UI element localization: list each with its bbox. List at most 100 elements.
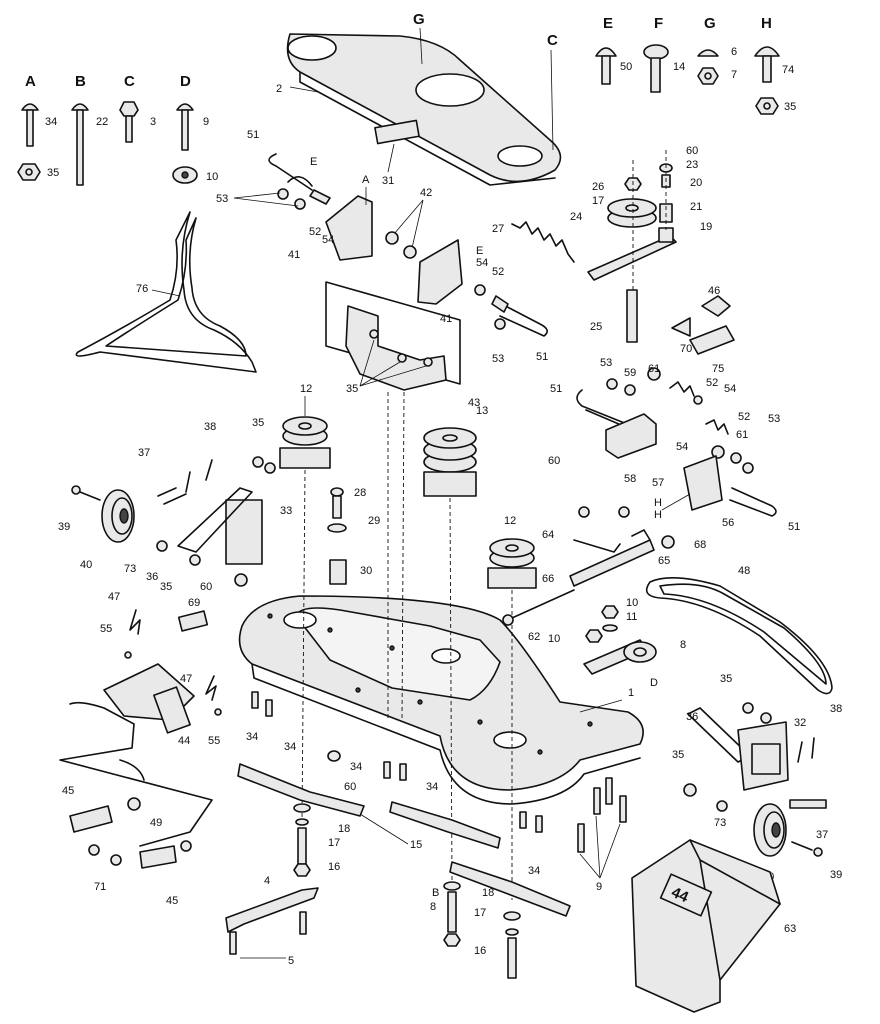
flat-idler-8 <box>583 605 657 675</box>
mower-deck-housing <box>238 595 644 805</box>
callout-62: 62 <box>528 631 540 643</box>
callout-18-b: 18 <box>482 887 494 899</box>
deflector-4 <box>225 887 319 955</box>
flange-nut-icon <box>172 166 198 184</box>
key-letter-c: C <box>124 73 135 90</box>
callout-8-b: 8 <box>430 901 436 913</box>
gauge-wheel-right <box>753 803 823 857</box>
callout-61-a: 61 <box>648 363 660 375</box>
hex-bolt-icon <box>119 101 139 143</box>
callout-75: 75 <box>712 363 724 375</box>
callout-18-a: 18 <box>338 823 350 835</box>
center-bolt-stack <box>327 487 347 585</box>
spindle-right <box>487 538 537 589</box>
callout-54-c: 54 <box>724 383 736 395</box>
callout-1: 1 <box>628 687 634 699</box>
left-wheel-bracket <box>157 456 276 587</box>
callout-12-b: 12 <box>504 515 516 527</box>
decal-31 <box>374 119 420 145</box>
callout-44: 44 <box>178 735 190 747</box>
ref-e-left: E <box>310 156 317 168</box>
callout-50-key: 50 <box>620 61 632 73</box>
callout-9: 9 <box>596 881 602 893</box>
shoulder-bolt-icon <box>176 103 194 151</box>
spindle-hardware-right <box>503 911 521 979</box>
callout-46: 46 <box>708 285 720 297</box>
idler-bracket-left <box>268 153 373 261</box>
callout-17-c: 17 <box>474 907 486 919</box>
callout-10-b: 10 <box>548 633 560 645</box>
callout-51-a: 51 <box>247 129 259 141</box>
callout-17-a: 17 <box>592 195 604 207</box>
callout-43: 43 <box>468 397 480 409</box>
key-letter-a: A <box>25 73 36 90</box>
callout-39-a: 39 <box>58 521 70 533</box>
callout-34-c: 34 <box>350 761 362 773</box>
callout-48: 48 <box>738 565 750 577</box>
callout-10-key: 10 <box>206 171 218 183</box>
key-letter-g: G <box>704 15 716 32</box>
callout-10-a: 10 <box>626 597 638 609</box>
hex-nut-icon <box>17 163 41 181</box>
spindle-left <box>279 416 331 469</box>
callout-9-key: 9 <box>203 116 209 128</box>
callout-2: 2 <box>276 83 282 95</box>
callout-60-b: 60 <box>200 581 212 593</box>
deck-size-badge: 44 <box>669 884 692 907</box>
callout-53-d: 53 <box>768 413 780 425</box>
mount-bracket <box>325 281 461 391</box>
callout-63: 63 <box>784 923 796 935</box>
callout-51-d: 51 <box>788 521 800 533</box>
discharge-chute: 44 <box>631 839 781 1013</box>
callout-36-a: 36 <box>146 571 158 583</box>
callout-71: 71 <box>94 881 106 893</box>
callout-39-b: 39 <box>830 869 842 881</box>
callout-20: 20 <box>690 177 702 189</box>
spindle-hardware-left <box>293 803 311 877</box>
callout-17-b: 17 <box>328 837 340 849</box>
wide-head-bolt-icon <box>643 44 669 93</box>
callout-41-a: 41 <box>288 249 300 261</box>
ref-h-1: H <box>654 497 662 509</box>
key-letter-b: B <box>75 73 86 90</box>
callout-45-b: 45 <box>166 895 178 907</box>
callout-23: 23 <box>686 159 698 171</box>
decal-75 <box>689 325 735 355</box>
height-adjust-linkage <box>59 663 222 869</box>
cutter-blade-left <box>237 763 365 817</box>
callout-6-key: 6 <box>731 46 737 58</box>
callout-35-f: 35 <box>672 749 684 761</box>
callout-59: 59 <box>624 367 636 379</box>
callout-52-c: 52 <box>706 377 718 389</box>
callout-25: 25 <box>590 321 602 333</box>
callout-35-d: 35 <box>160 581 172 593</box>
idler-pulley-assembly <box>587 150 677 343</box>
callout-54-d: 54 <box>676 441 688 453</box>
callout-76: 76 <box>136 283 148 295</box>
callout-19: 19 <box>700 221 712 233</box>
spindle-hardware-center <box>443 881 461 947</box>
right-wheel-bracket <box>683 702 827 812</box>
gauge-wheel-left <box>71 485 168 552</box>
callout-3-key: 3 <box>150 116 156 128</box>
hairpin-clip-47 <box>129 609 141 635</box>
callout-16-b: 16 <box>474 945 486 957</box>
callout-56: 56 <box>722 517 734 529</box>
callout-4: 4 <box>264 875 270 887</box>
tension-spring <box>511 221 575 263</box>
callout-7-key: 7 <box>731 69 737 81</box>
cap-icon <box>697 49 719 57</box>
callout-52-d: 52 <box>738 411 750 423</box>
callout-60-c: 60 <box>548 455 560 467</box>
callout-13: 13 <box>476 405 488 417</box>
key-letter-h: H <box>761 15 772 32</box>
callout-27: 27 <box>492 223 504 235</box>
long-bolt-icon <box>71 103 89 186</box>
callout-34-b: 34 <box>284 741 296 753</box>
ref-c-top: C <box>547 32 558 49</box>
ref-h-2: H <box>654 509 662 521</box>
callout-26: 26 <box>592 181 604 193</box>
callout-47-a: 47 <box>108 591 120 603</box>
callout-52-a: 52 <box>309 226 321 238</box>
